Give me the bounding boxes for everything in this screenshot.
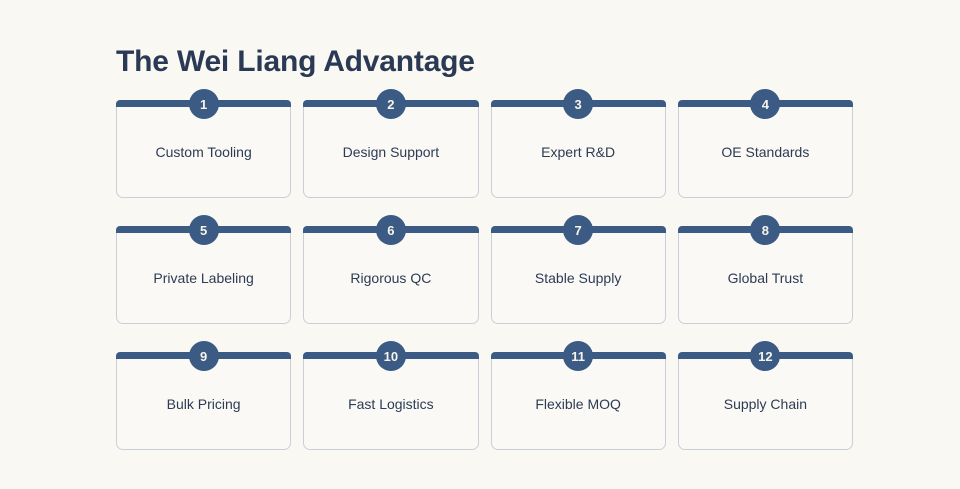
card-label: Flexible MOQ (535, 396, 621, 412)
card-number-badge: 6 (375, 215, 406, 245)
card-label: Fast Logistics (348, 396, 434, 412)
page-title: The Wei Liang Advantage (116, 45, 475, 79)
card-label: Supply Chain (723, 396, 808, 412)
advantage-card[interactable]: 8 Global Trust (677, 215, 853, 324)
advantage-card[interactable]: 11 Flexible MOQ (490, 341, 666, 450)
card-number-badge: 1 (188, 89, 219, 119)
card-number-badge: 10 (375, 341, 406, 371)
card-number-badge: 11 (563, 341, 594, 371)
card-number-badge: 9 (188, 341, 219, 371)
card-label: Rigorous QC (350, 270, 432, 286)
card-label: OE Standards (721, 144, 810, 160)
card-label: Custom Tooling (155, 144, 252, 160)
card-number-badge: 7 (563, 215, 594, 245)
card-label: Stable Supply (534, 270, 622, 286)
card-label: Bulk Pricing (166, 396, 241, 412)
advantage-card[interactable]: 9 Bulk Pricing (116, 341, 292, 450)
advantage-card-grid: 1 Custom Tooling 2 Design Support 3 Expe… (116, 89, 853, 450)
card-number-badge: 2 (375, 89, 406, 119)
advantage-card[interactable]: 5 Private Labeling (116, 215, 292, 324)
advantage-card[interactable]: 3 Expert R&D (490, 89, 666, 198)
card-number-badge: 5 (188, 215, 219, 245)
card-label: Design Support (342, 144, 440, 160)
card-number-badge: 8 (750, 215, 781, 245)
card-label: Expert R&D (541, 144, 616, 160)
advantage-card[interactable]: 1 Custom Tooling (116, 89, 292, 198)
card-number-badge: 12 (750, 341, 781, 371)
advantage-card[interactable]: 12 Supply Chain (677, 341, 853, 450)
advantage-card[interactable]: 7 Stable Supply (490, 215, 666, 324)
card-label: Private Labeling (153, 270, 254, 286)
card-number-badge: 3 (563, 89, 594, 119)
card-label: Global Trust (727, 270, 804, 286)
advantage-card[interactable]: 2 Design Support (303, 89, 479, 198)
advantage-card[interactable]: 4 OE Standards (677, 89, 853, 198)
advantage-card[interactable]: 10 Fast Logistics (303, 341, 479, 450)
card-number-badge: 4 (750, 89, 781, 119)
advantage-card[interactable]: 6 Rigorous QC (303, 215, 479, 324)
